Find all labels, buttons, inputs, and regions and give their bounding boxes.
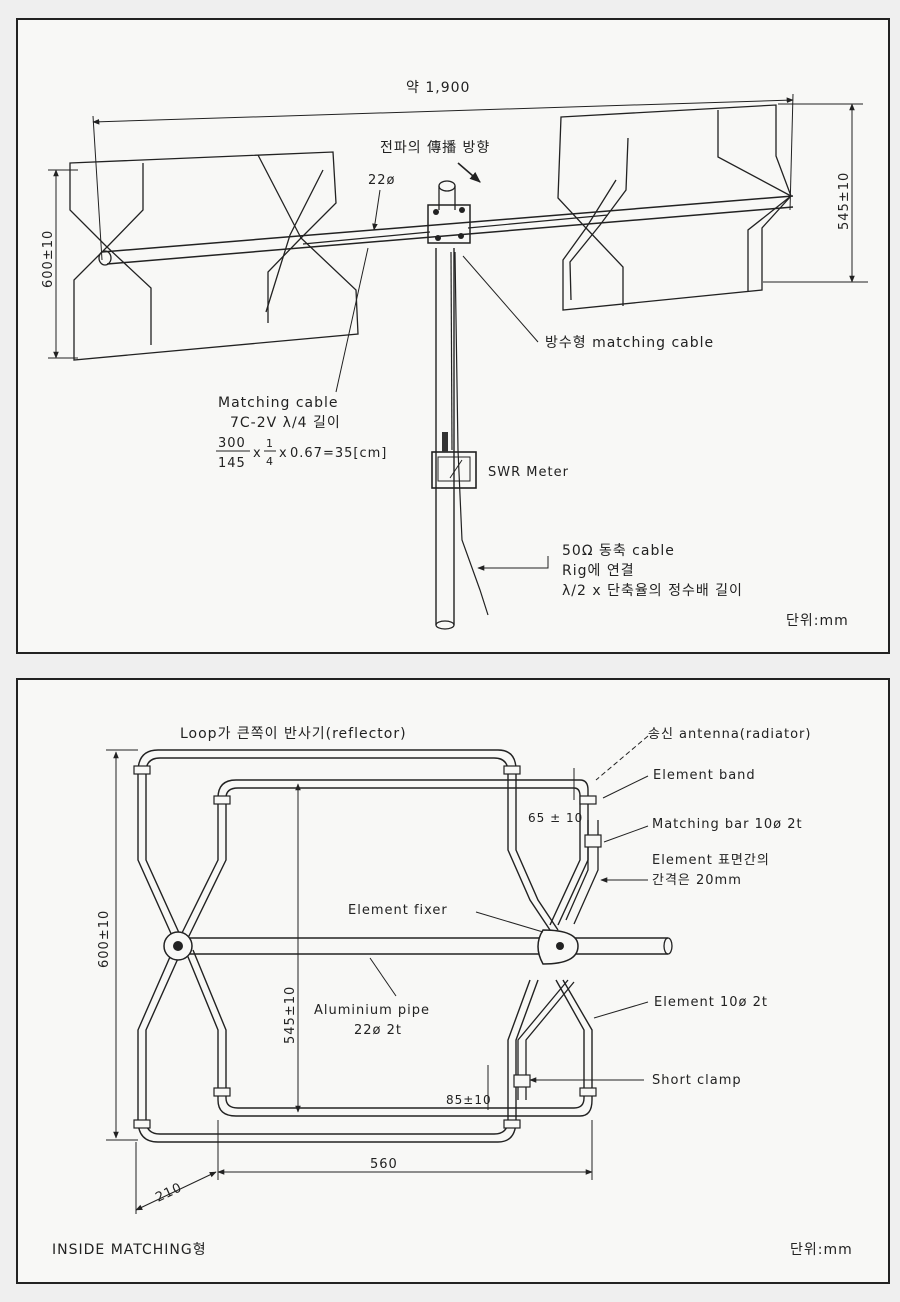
svg-text:1: 1 [266,437,274,450]
svg-text:4: 4 [266,455,274,468]
matching-cable-title: Matching cable [218,395,338,411]
aluminium-pipe [178,937,673,955]
reflector-loop [137,749,559,1143]
pipe-label-1: Aluminium pipe [314,1003,430,1018]
element-bands [133,765,597,1129]
swr-meter-label: SWR Meter [488,465,569,480]
matching-cable-right [467,214,609,229]
formula-numerator: 300 [218,436,246,451]
feed-cable [454,251,489,616]
svg-text:x: x [279,446,288,461]
bottom-diagram-panel: Loop가 큰쪽이 반사기(reflector) [16,678,890,1284]
element-fixer-leader [475,911,544,933]
swr-meter [431,432,477,489]
coax-line1: 50Ω 동축 cable [562,543,675,559]
feed-cable-inner [450,251,453,451]
formula-rest: 0.67=35[cm] [290,446,387,461]
matching-bar-label: Matching bar 10ø 2t [652,817,803,832]
short-clamp-label: Short clamp [652,1073,742,1088]
bottom-title: INSIDE MATCHING형 [52,1242,207,1258]
pipe-dia-arrow [372,189,381,231]
radiator-label: 송신 antenna(radiator) [648,727,811,742]
radiator-loop [180,779,593,1117]
svg-text:x: x [253,446,262,461]
dim-ext-right [789,93,794,211]
pipe-dia-label: 22ø [368,173,396,188]
propagation-label: 전파의 傳播 방향 [380,140,490,156]
element-leader [593,1001,649,1019]
matching-formula: 300 145 x 1 4 x 0.67=35[cm] [216,436,387,471]
bottom-unit-label: 단위:mm [790,1242,853,1258]
reflector-element [69,151,359,361]
dim-545-label: 545±10 [283,986,298,1044]
propagation-arrow [457,162,481,183]
matching-bar-leader [603,825,649,843]
dim-600-label: 600±10 [97,910,112,968]
waterproof-cable-label: 방수형 matching cable [545,335,714,351]
top-unit-label: 단위:mm [786,613,849,629]
element-fixer-left [163,931,193,961]
pipe-leader [369,957,397,997]
dim-ext-left [92,115,103,261]
element-band-leader [602,775,649,799]
top-diagram-panel: 약 1,900 전파의 傳播 방향 22ø [16,18,890,654]
reflector-label: Loop가 큰쪽이 반사기(reflector) [180,726,407,742]
dim-545-label: 545±10 [837,172,852,230]
dim-85-label: 85±10 [446,1093,492,1107]
pipe-label-2: 22ø 2t [354,1023,402,1038]
mast-clamp [427,180,471,244]
dim-560-label: 560 [370,1157,398,1172]
matching-cable-left [302,231,431,245]
radiator-element [557,104,793,311]
dim-210-line [135,1171,217,1211]
spacing-label-2: 간격은 20mm [652,873,742,888]
element-label: Element 10ø 2t [654,995,768,1010]
waterproof-leader [462,255,539,343]
dim-65-label: 65 ± 10 [528,811,583,825]
matching-bar [513,820,602,1100]
dim-1900-line [92,97,794,125]
boom-pipe [98,195,794,266]
bottom-diagram-drawing: Loop가 큰쪽이 반사기(reflector) [52,726,853,1258]
element-fixer-label: Element fixer [348,903,448,918]
dim-1900-label: 약 1,900 [406,80,470,96]
formula-denominator: 145 [218,456,246,471]
radiator-leader [595,735,649,781]
element-fixer-right [537,929,579,965]
top-diagram-drawing: 약 1,900 전파의 傳播 방향 22ø [41,80,868,630]
coax-line3: λ/2 x 단축율의 정수배 길이 [562,583,743,599]
matching-cable-length: 7C-2V λ/4 길이 [230,415,341,431]
coax-leader [477,556,549,571]
element-band-label: Element band [653,768,756,783]
dim-600-label: 600±10 [41,230,56,288]
spacing-label-1: Element 표면간의 [652,853,770,868]
mast-pipe [435,248,455,630]
matching-leader [335,247,369,393]
coax-line2: Rig에 연결 [562,563,635,579]
dim-210-label: 210 [153,1180,185,1205]
